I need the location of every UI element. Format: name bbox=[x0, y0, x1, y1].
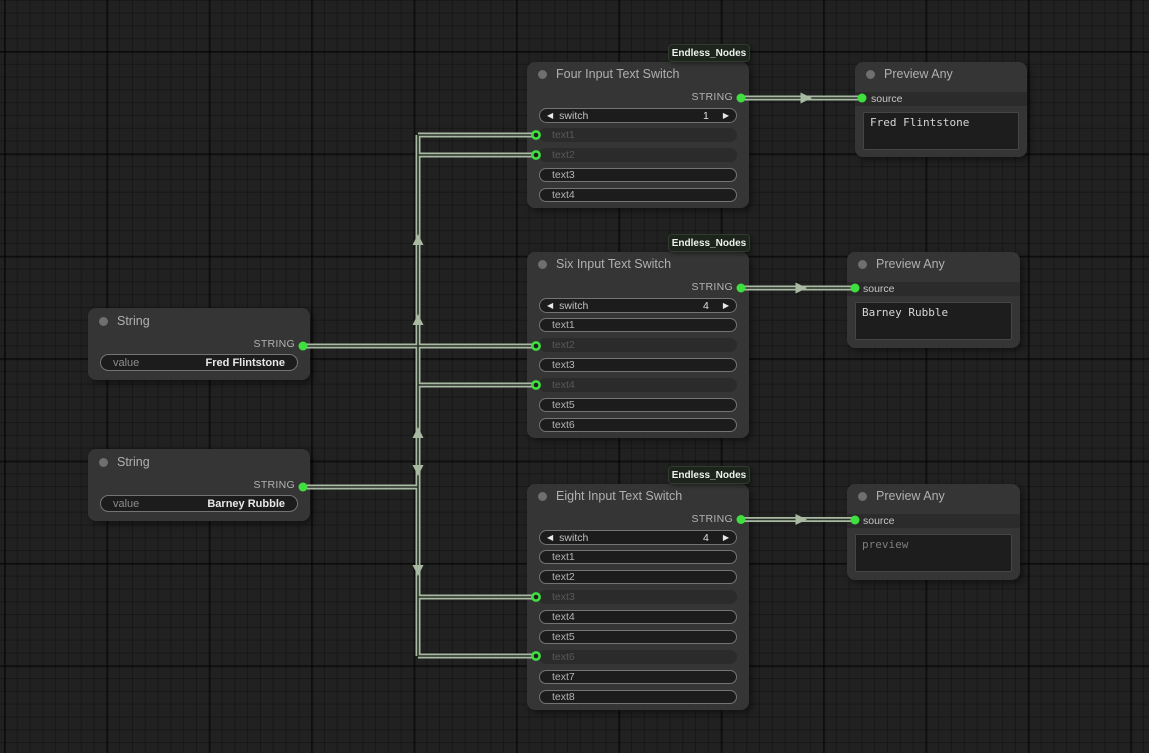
node-title-bar[interactable]: Eight Input Text Switch bbox=[527, 484, 749, 508]
text-input-widget[interactable]: text2 bbox=[539, 148, 737, 162]
node-title-bar[interactable]: String bbox=[88, 308, 310, 334]
switch-label: switch bbox=[559, 531, 589, 544]
text-input-widget[interactable]: text7 bbox=[539, 670, 737, 684]
node-title: String bbox=[117, 314, 150, 328]
text-input-widget[interactable]: text2 bbox=[539, 570, 737, 584]
collapse-dot-icon[interactable] bbox=[858, 259, 867, 269]
text-input-widget[interactable]: text3 bbox=[539, 168, 737, 182]
collapse-dot-icon[interactable] bbox=[866, 69, 875, 79]
node-title: Eight Input Text Switch bbox=[556, 489, 683, 503]
switch-label: switch bbox=[559, 109, 589, 122]
decrement-arrow-icon[interactable]: ◀ bbox=[547, 110, 554, 120]
text-input-widget[interactable]: text3 bbox=[539, 590, 737, 604]
switch-stepper-widget[interactable]: ◀ switch 1 ▶ bbox=[539, 108, 737, 123]
text-input-widget[interactable]: text1 bbox=[539, 128, 737, 142]
text-input-widget[interactable]: text5 bbox=[539, 630, 737, 644]
node-preview-any-fred[interactable]: Preview Any source Fred Flintstone bbox=[855, 62, 1027, 157]
text-input-widget[interactable]: text8 bbox=[539, 690, 737, 704]
collapse-dot-icon[interactable] bbox=[99, 316, 108, 326]
widget-value: Fred Flintstone bbox=[205, 356, 285, 369]
node-title: Four Input Text Switch bbox=[556, 67, 680, 81]
node-string-fred[interactable]: String STRING value Fred Flintstone bbox=[88, 308, 310, 380]
link-direction-up-arrow-icon bbox=[412, 234, 424, 245]
switch-label: switch bbox=[559, 299, 589, 312]
collapse-dot-icon[interactable] bbox=[538, 259, 547, 269]
endless-nodes-badge: Endless_Nodes bbox=[668, 44, 750, 62]
output-slot-label: STRING bbox=[253, 338, 295, 350]
text-input-widget[interactable]: text1 bbox=[539, 318, 737, 332]
node-string-barney[interactable]: String STRING value Barney Rubble bbox=[88, 449, 310, 521]
link-direction-down-arrow-icon bbox=[412, 565, 424, 576]
text-input-widget[interactable]: text4 bbox=[539, 188, 737, 202]
node-title: Preview Any bbox=[876, 257, 945, 271]
node-four-input-text-switch[interactable]: Four Input Text Switch STRING ◀ switch 1… bbox=[527, 62, 749, 208]
widget-label: value bbox=[113, 356, 140, 369]
node-eight-input-text-switch[interactable]: Eight Input Text Switch STRING ◀ switch … bbox=[527, 484, 749, 710]
output-slot-label: STRING bbox=[691, 91, 733, 103]
decrement-arrow-icon[interactable]: ◀ bbox=[547, 532, 554, 542]
link-direction-right-arrow-icon bbox=[795, 514, 807, 525]
widget-value: Barney Rubble bbox=[207, 497, 285, 510]
text-input-widget[interactable]: text3 bbox=[539, 358, 737, 372]
preview-text-area[interactable]: Fred Flintstone bbox=[863, 112, 1019, 150]
node-title-bar[interactable]: String bbox=[88, 449, 310, 475]
node-title-bar[interactable]: Six Input Text Switch bbox=[527, 252, 749, 276]
output-slot-label: STRING bbox=[253, 479, 295, 491]
output-slot-label: STRING bbox=[691, 281, 733, 293]
node-title: String bbox=[117, 455, 150, 469]
node-title: Six Input Text Switch bbox=[556, 257, 672, 271]
switch-value: 1 bbox=[703, 109, 709, 122]
endless-nodes-badge: Endless_Nodes bbox=[668, 466, 750, 484]
node-title: Preview Any bbox=[876, 489, 945, 503]
value-widget[interactable]: value Barney Rubble bbox=[100, 495, 298, 512]
output-slot-label: STRING bbox=[691, 513, 733, 525]
endless-nodes-badge: Endless_Nodes bbox=[668, 234, 750, 252]
value-widget[interactable]: value Fred Flintstone bbox=[100, 354, 298, 371]
node-six-input-text-switch[interactable]: Six Input Text Switch STRING ◀ switch 4 … bbox=[527, 252, 749, 438]
text-input-widget[interactable]: text6 bbox=[539, 418, 737, 432]
preview-text-area[interactable]: preview bbox=[855, 534, 1012, 572]
increment-arrow-icon[interactable]: ▶ bbox=[722, 300, 729, 310]
increment-arrow-icon[interactable]: ▶ bbox=[722, 532, 729, 542]
link-direction-down-arrow-icon bbox=[412, 465, 424, 476]
node-title-bar[interactable]: Preview Any bbox=[847, 484, 1020, 508]
widget-label: value bbox=[113, 497, 140, 510]
text-input-widget[interactable]: text2 bbox=[539, 338, 737, 352]
input-slot-label: source bbox=[847, 514, 1020, 528]
input-slot-label: source bbox=[855, 92, 1027, 106]
link-direction-right-arrow-icon bbox=[800, 92, 812, 104]
switch-stepper-widget[interactable]: ◀ switch 4 ▶ bbox=[539, 298, 737, 313]
switch-value: 4 bbox=[703, 299, 709, 312]
preview-text-area[interactable]: Barney Rubble bbox=[855, 302, 1012, 340]
link-direction-up-arrow-icon bbox=[412, 314, 424, 325]
decrement-arrow-icon[interactable]: ◀ bbox=[547, 300, 554, 310]
text-input-widget[interactable]: text4 bbox=[539, 378, 737, 392]
input-slot-label: source bbox=[847, 282, 1020, 296]
node-title-bar[interactable]: Preview Any bbox=[855, 62, 1027, 86]
node-preview-any-eight[interactable]: Preview Any source preview bbox=[847, 484, 1020, 580]
increment-arrow-icon[interactable]: ▶ bbox=[722, 110, 729, 120]
switch-value: 4 bbox=[703, 531, 709, 544]
link-direction-right-arrow-icon bbox=[795, 282, 807, 294]
text-input-widget[interactable]: text5 bbox=[539, 398, 737, 412]
text-input-widget[interactable]: text1 bbox=[539, 550, 737, 564]
node-preview-any-barney[interactable]: Preview Any source Barney Rubble bbox=[847, 252, 1020, 348]
switch-stepper-widget[interactable]: ◀ switch 4 ▶ bbox=[539, 530, 737, 545]
text-input-widget[interactable]: text6 bbox=[539, 650, 737, 664]
node-title-bar[interactable]: Four Input Text Switch bbox=[527, 62, 749, 86]
text-input-widget[interactable]: text4 bbox=[539, 610, 737, 624]
collapse-dot-icon[interactable] bbox=[99, 457, 108, 467]
node-title: Preview Any bbox=[884, 67, 953, 81]
link-direction-up-arrow-icon bbox=[412, 427, 424, 438]
collapse-dot-icon[interactable] bbox=[858, 491, 867, 501]
collapse-dot-icon[interactable] bbox=[538, 491, 547, 501]
collapse-dot-icon[interactable] bbox=[538, 69, 547, 79]
node-title-bar[interactable]: Preview Any bbox=[847, 252, 1020, 276]
